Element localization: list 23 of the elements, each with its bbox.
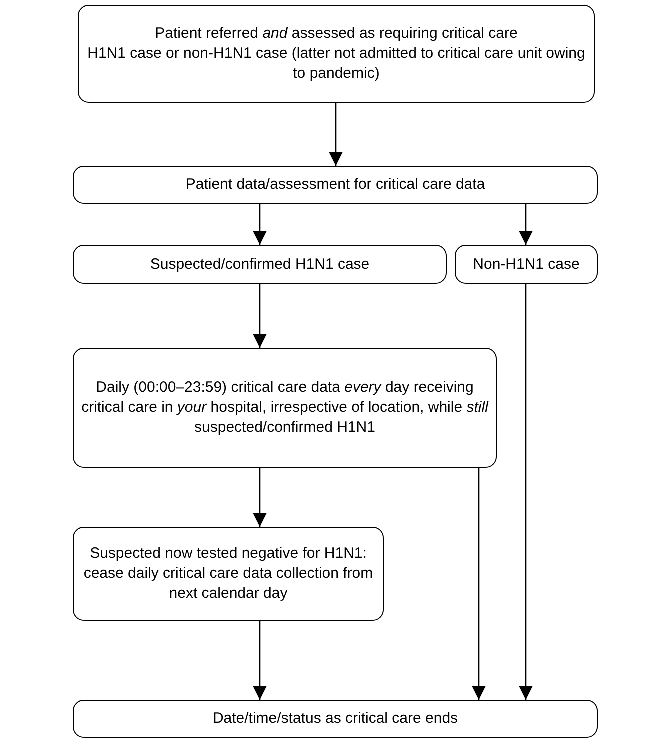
process-box bbox=[78, 5, 595, 103]
box-text: Patient data/assessment for critical care data bbox=[186, 175, 486, 195]
arrow bbox=[253, 468, 267, 527]
arrow bbox=[472, 468, 486, 700]
box-text: H1N1 case or non-H1N1 case (latter not admitted to critical care unit owing to pandemic) bbox=[86, 44, 586, 84]
box-text: Non-H1N1 case bbox=[473, 254, 580, 274]
arrow bbox=[519, 204, 533, 245]
box-text: Suspected/confirmed H1N1 case bbox=[150, 254, 370, 274]
box-text: Date/time/status as critical care ends bbox=[212, 709, 458, 729]
process-box bbox=[455, 245, 598, 284]
process-box bbox=[73, 527, 384, 621]
process-box bbox=[73, 166, 598, 204]
process-box bbox=[73, 700, 598, 738]
box-text: Daily (00:00–23:59) critical care data every day receiving critical care in your hospital, irrespective of location, while still suspected/confirmed H1N1 bbox=[80, 378, 490, 438]
arrow bbox=[253, 621, 267, 700]
arrow bbox=[519, 284, 533, 700]
box-text: Patient referred and assessed as requiring critical care bbox=[155, 24, 518, 44]
arrow bbox=[329, 103, 343, 166]
arrow bbox=[253, 284, 267, 348]
process-box bbox=[73, 348, 497, 468]
box-text: Suspected now tested negative for H1N1: cease daily critical care data collection from next calendar day bbox=[82, 544, 374, 604]
process-box bbox=[73, 245, 447, 284]
arrow bbox=[253, 204, 267, 245]
